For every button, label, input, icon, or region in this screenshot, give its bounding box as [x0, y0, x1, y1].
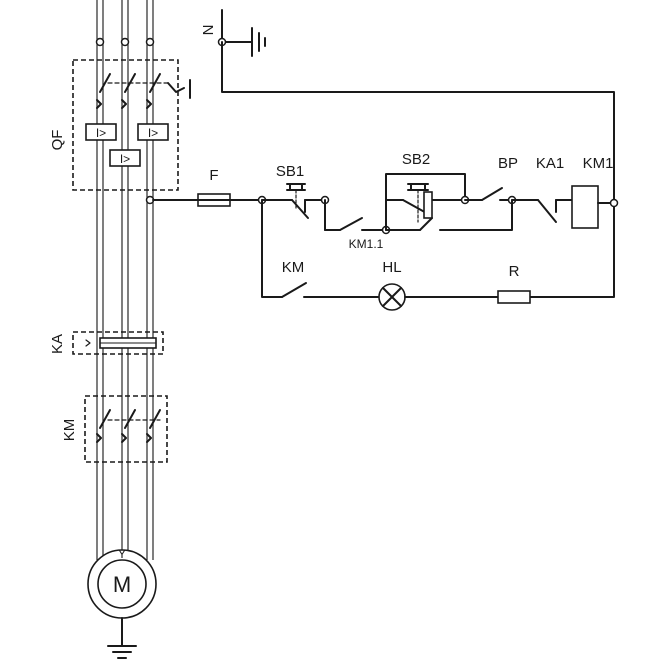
- stop-button-sb1: [261, 183, 326, 219]
- phase-conductors: [95, 0, 155, 560]
- label-motor-y: Y: [118, 547, 126, 561]
- label-motor: M: [113, 572, 131, 597]
- trip-label-1: I>: [96, 126, 106, 140]
- contact-km: [281, 282, 379, 298]
- trip-label-2: I>: [148, 126, 158, 140]
- label-bp: BP: [498, 155, 518, 172]
- lamp-hl: [378, 283, 406, 311]
- trip-label-3: I>: [120, 152, 130, 166]
- coil-km1: [571, 185, 615, 229]
- label-sb2: SB2: [402, 151, 430, 168]
- neutral-return-wire: [221, 41, 615, 298]
- label-qf: QF: [49, 130, 66, 151]
- label-ka: KA: [49, 334, 66, 354]
- lamp-branch-wire: [261, 199, 283, 298]
- label-fuse: F: [209, 167, 218, 184]
- holding-return-wire: [439, 199, 513, 231]
- contactor-km-block: [84, 395, 168, 463]
- relay-ka-block: [72, 331, 164, 355]
- fuse-f: [197, 193, 231, 207]
- label-hl: HL: [382, 259, 401, 276]
- motor-m: [87, 549, 157, 659]
- contact-ka1: [511, 199, 573, 223]
- breaker-qf-block: I> I> I>: [72, 59, 191, 191]
- contact-km1-1: [339, 217, 387, 231]
- label-neutral: N: [200, 25, 217, 36]
- label-ka1: KA1: [536, 155, 564, 172]
- label-sb1: SB1: [276, 163, 304, 180]
- label-km-contact: KM: [282, 259, 305, 276]
- resistor-r: [497, 290, 531, 304]
- label-r: R: [509, 263, 520, 280]
- label-km-block: KM: [61, 419, 78, 442]
- label-km1-coil: KM1: [583, 155, 614, 172]
- start-button-sb2: [385, 173, 466, 231]
- label-km1-1: KM1.1: [349, 237, 384, 251]
- contact-bp: [481, 187, 513, 201]
- neutral-ground-symbol: [217, 9, 266, 57]
